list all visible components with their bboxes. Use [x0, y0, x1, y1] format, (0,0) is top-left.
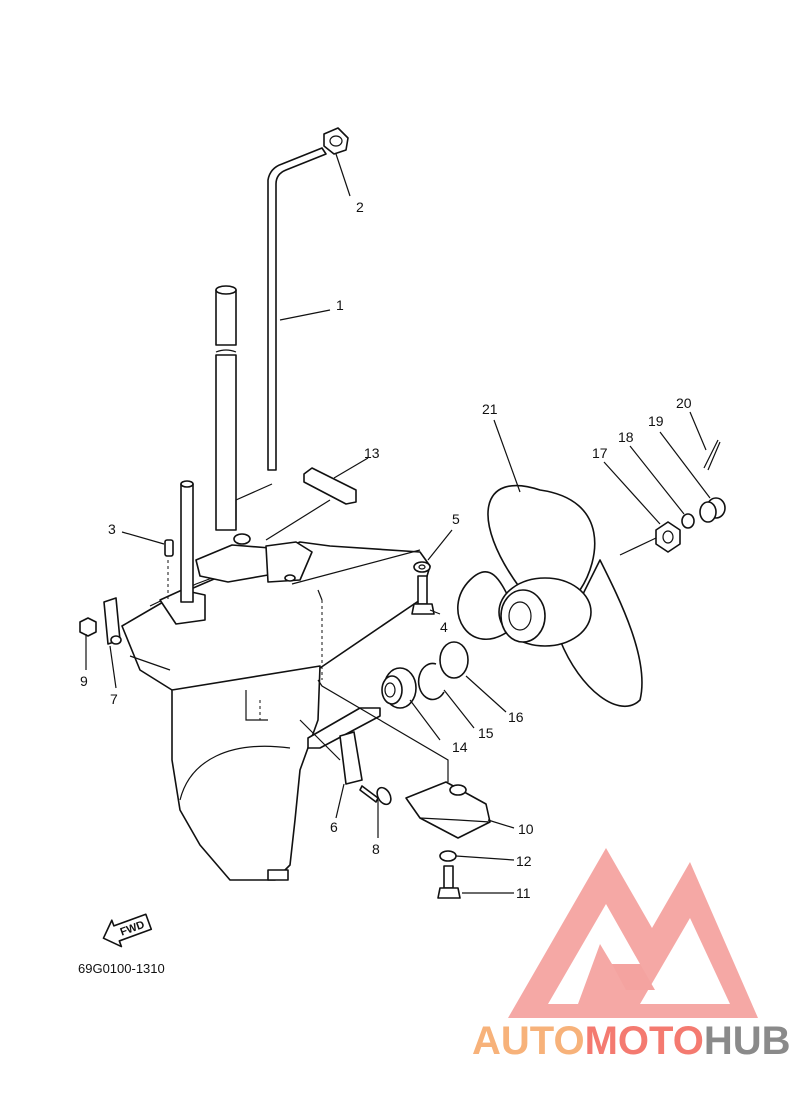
watermark-auto: AUTO	[472, 1019, 585, 1063]
label-4: 4	[440, 619, 448, 635]
label-18: 18	[618, 429, 634, 445]
label-19: 19	[648, 413, 664, 429]
clip	[103, 597, 122, 645]
fwd-arrow-icon: FWD	[102, 913, 153, 948]
shift-rod	[267, 147, 327, 471]
dowel-pin	[164, 539, 174, 557]
label-5: 5	[452, 511, 460, 527]
label-8: 8	[372, 841, 380, 857]
circlip	[417, 662, 445, 701]
screw	[359, 785, 392, 806]
cotter-pin	[703, 439, 721, 471]
watermark-hub: HUB	[704, 1019, 791, 1063]
label-21: 21	[482, 401, 498, 417]
water-tube	[180, 480, 194, 603]
drive-shaft	[215, 285, 237, 531]
part-number-labels: 1 2 3 4 5 6 7 8 9 10 11 12 13 14 15 16 1…	[80, 199, 692, 901]
label-16: 16	[508, 709, 524, 725]
plate	[339, 731, 363, 785]
label-9: 9	[80, 673, 88, 689]
grommet	[323, 127, 349, 155]
label-17: 17	[592, 445, 608, 461]
nut	[79, 617, 97, 637]
o-ring	[439, 641, 469, 679]
washer-12	[439, 850, 457, 862]
bolt-4	[411, 575, 435, 615]
washer-5	[413, 561, 431, 573]
label-3: 3	[108, 521, 116, 537]
label-6: 6	[330, 819, 338, 835]
label-2: 2	[356, 199, 364, 215]
drawing-code: 69G0100-1310	[78, 961, 165, 976]
lower-casing	[121, 533, 431, 881]
label-1: 1	[336, 297, 344, 313]
label-12: 12	[516, 853, 532, 869]
trim-tab-anode	[405, 781, 491, 839]
watermark-moto: MOTO	[585, 1019, 704, 1063]
seal	[303, 467, 357, 505]
spacer	[699, 497, 726, 523]
bolt-11	[437, 865, 461, 899]
oil-seal-housing	[381, 667, 417, 709]
label-10: 10	[518, 821, 534, 837]
label-15: 15	[478, 725, 494, 741]
label-11: 11	[516, 885, 531, 901]
propeller-nut	[655, 521, 681, 553]
watermark-text: AUTOMOTOHUB	[472, 1019, 791, 1063]
label-13: 13	[364, 445, 380, 461]
label-14: 14	[452, 739, 468, 755]
leader-lines	[85, 153, 711, 894]
label-20: 20	[676, 395, 692, 411]
washer-18	[681, 513, 695, 529]
label-7: 7	[110, 691, 118, 707]
propeller	[457, 484, 643, 707]
watermark-logo	[508, 848, 758, 1018]
